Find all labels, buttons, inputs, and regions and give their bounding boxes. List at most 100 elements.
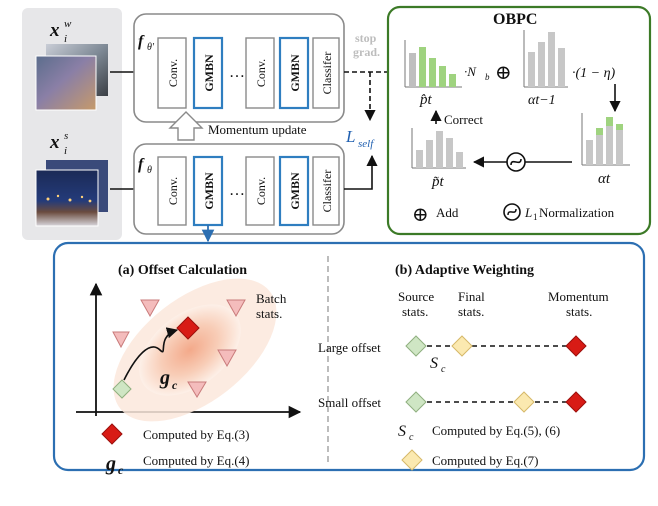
legend-sc-symbol-sub: c (409, 432, 414, 443)
weak-image-front (35, 55, 97, 111)
p-hat-bar (419, 47, 426, 87)
student-ellipsis: … (229, 182, 245, 199)
p-tilde-chart (411, 128, 466, 169)
batch-label-2: stats. (256, 306, 282, 321)
large-final-diamond (451, 335, 473, 357)
p-tilde-bar (426, 140, 433, 168)
large-sc-label: S (430, 355, 438, 372)
source-stats-diamond (112, 379, 132, 399)
alpha-prev-bar (528, 52, 535, 87)
alpha-t-bar-green (616, 124, 623, 130)
batch-sample-triangle (187, 381, 207, 398)
alpha-t-chart (581, 113, 630, 166)
p-tilde-label: p̃t (431, 174, 445, 190)
student-gmbn-2 (278, 155, 310, 227)
batch-sample-triangle (112, 331, 130, 349)
student-conv-2-label: Conv. (254, 177, 268, 205)
teacher-func-sub: θ' (147, 42, 155, 53)
teacher-gmbn-1 (192, 36, 224, 110)
legend-gc-symbol: g (105, 453, 116, 475)
batch-sample-triangle (140, 299, 160, 318)
student-gmbn-1-label: GMBN (202, 172, 216, 210)
teacher-classifier-label: Classifer (320, 52, 334, 95)
weak-input-label-sub: i (64, 33, 67, 45)
legend-sc-label: Computed by Eq.(5), (6) (432, 423, 560, 438)
nb-label: ·N (464, 64, 477, 79)
gc-label-sub: c (172, 378, 178, 392)
student-conv-1-label: Conv. (166, 177, 180, 205)
alpha-t-bar (596, 128, 603, 165)
large-source-diamond (405, 335, 427, 357)
teacher-classifier (312, 37, 340, 109)
student-func: f (138, 156, 145, 173)
strong-image-front (35, 169, 99, 227)
col-momentum-2: stats. (566, 304, 592, 319)
stop-grad-label-1: stop (355, 31, 377, 45)
teacher-conv-1-label: Conv. (166, 59, 180, 87)
p-tilde-bar (416, 150, 423, 168)
large-offset-label: Large offset (318, 340, 381, 355)
momentum-stats-diamond (176, 316, 200, 340)
col-momentum-1: Momentum (548, 289, 609, 304)
p-tilde-bar (456, 152, 463, 168)
alpha-t-bar-green (596, 128, 603, 135)
teacher-func: f (138, 33, 145, 50)
legend-yellow-label: Computed by Eq.(7) (432, 453, 539, 468)
student-classifier-label: Classifer (320, 170, 334, 213)
large-momentum-diamond (565, 335, 587, 357)
student-conv-2 (245, 156, 275, 226)
one-minus-eta-label: ·(1 − η) (572, 66, 616, 81)
p-hat-bar (409, 53, 416, 87)
small-source-diamond (405, 391, 427, 413)
alpha-t-bar (586, 140, 593, 165)
teacher-gmbn-2 (278, 36, 310, 110)
panel-b-title: (b) Adaptive Weighting (395, 263, 534, 278)
legend-oplus-icon: ⊕ (412, 204, 429, 226)
batch-sample-triangles (112, 299, 246, 398)
alpha-prev-bar (548, 32, 555, 87)
p-hat-bar (439, 66, 446, 87)
alpha-prev-bar (558, 48, 565, 87)
alpha-prev-bar (538, 42, 545, 87)
loss-label: L (345, 127, 355, 146)
teacher-ellipsis: … (229, 64, 245, 81)
student-conv-1 (157, 156, 187, 226)
alpha-t-bar-green (606, 117, 613, 126)
gc-label: g (159, 367, 170, 389)
offset-arrow (123, 327, 179, 381)
legend-sc-symbol: S (398, 423, 406, 440)
col-source-2: stats. (402, 304, 428, 319)
strong-image-lights (46, 194, 92, 203)
teacher-layers: Conv. GMBN … Conv. GMBN Classifer (157, 36, 340, 110)
alpha-t-label: αt (598, 171, 611, 187)
teacher-conv-1 (157, 37, 187, 109)
nb-label-sub: b (485, 72, 490, 82)
teacher-gmbn-2-label: GMBN (288, 54, 302, 92)
student-layers: Conv. GMBN … Conv. GMBN Classifer (157, 155, 340, 227)
obpc-panel (386, 5, 652, 236)
strong-input-label-sub: i (64, 145, 67, 157)
student-func-sub: θ (147, 165, 152, 176)
teacher-conv-2 (245, 37, 275, 109)
student-gmbn-2-label: GMBN (288, 172, 302, 210)
p-hat-chart (404, 40, 462, 88)
alpha-t-bar (616, 124, 623, 165)
small-offset-label: Small offset (318, 395, 381, 410)
p-hat-bar (449, 74, 456, 87)
obpc-title: OBPC (493, 11, 537, 28)
batch-sample-triangle (226, 299, 246, 318)
legend-add-label: Add (436, 205, 459, 220)
legend-yellow-diamond (401, 449, 423, 471)
teacher-conv-2-label: Conv. (254, 59, 268, 87)
small-momentum-diamond (565, 391, 587, 413)
p-tilde-bar (446, 138, 453, 168)
batch-label-1: Batch (256, 291, 287, 306)
stop-grad-label-2: grad. (353, 45, 380, 59)
weak-input-label-sup: w (64, 18, 72, 30)
legend-norm-main: L (524, 205, 532, 220)
strong-input-label: x (49, 132, 60, 153)
alpha-prev-label: αt−1 (528, 93, 556, 108)
correct-label: Correct (444, 112, 483, 127)
col-source-1: Source (398, 289, 434, 304)
legend-norm-label: Normalization (539, 205, 615, 220)
